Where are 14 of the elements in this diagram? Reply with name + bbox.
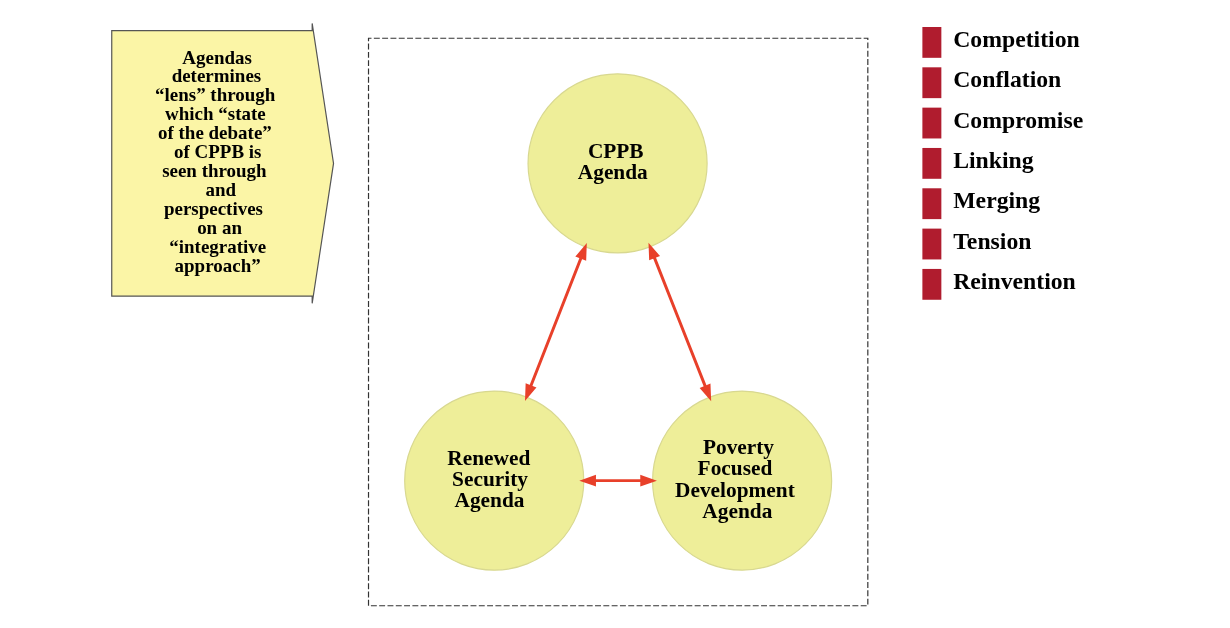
arrow: [647, 242, 711, 402]
label: Competition: [952, 26, 1080, 53]
cluster: [367, 37, 868, 607]
label: Linking: [952, 147, 1034, 174]
arrow: [524, 243, 587, 401]
node-circle: Poverty Focused Development Agenda: [651, 390, 832, 571]
label: Reinvention: [952, 268, 1076, 295]
arrow: [578, 474, 657, 487]
label: Conflation: [952, 66, 1061, 93]
label: Compromise: [952, 106, 1083, 133]
label: Tension: [952, 227, 1031, 254]
label: Merging: [952, 187, 1040, 214]
node-circle: CPPB Agenda: [526, 73, 708, 254]
node-circle: Renewed Security Agenda: [403, 390, 584, 571]
